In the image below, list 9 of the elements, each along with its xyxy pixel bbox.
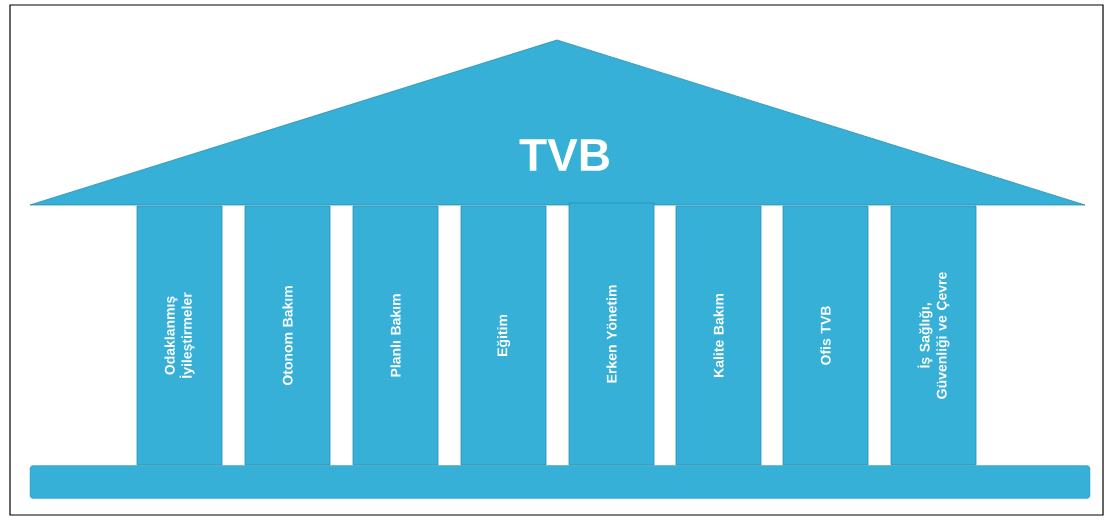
pillar: İş Sağlığı, Güvenliği ve Çevre <box>890 205 977 466</box>
pillar: Kalite Bakım <box>675 205 762 466</box>
pillar: Ofis TVB <box>782 205 869 466</box>
pillar: Eğitim <box>460 205 547 466</box>
pillar: Erken Yönetim <box>568 202 655 466</box>
pillar: Odaklanmış İyileştirmeler <box>136 205 223 466</box>
pillar: Planlı Bakım <box>352 205 439 466</box>
base-bar <box>29 465 1091 499</box>
pillar: Otonom Bakım <box>244 205 331 466</box>
